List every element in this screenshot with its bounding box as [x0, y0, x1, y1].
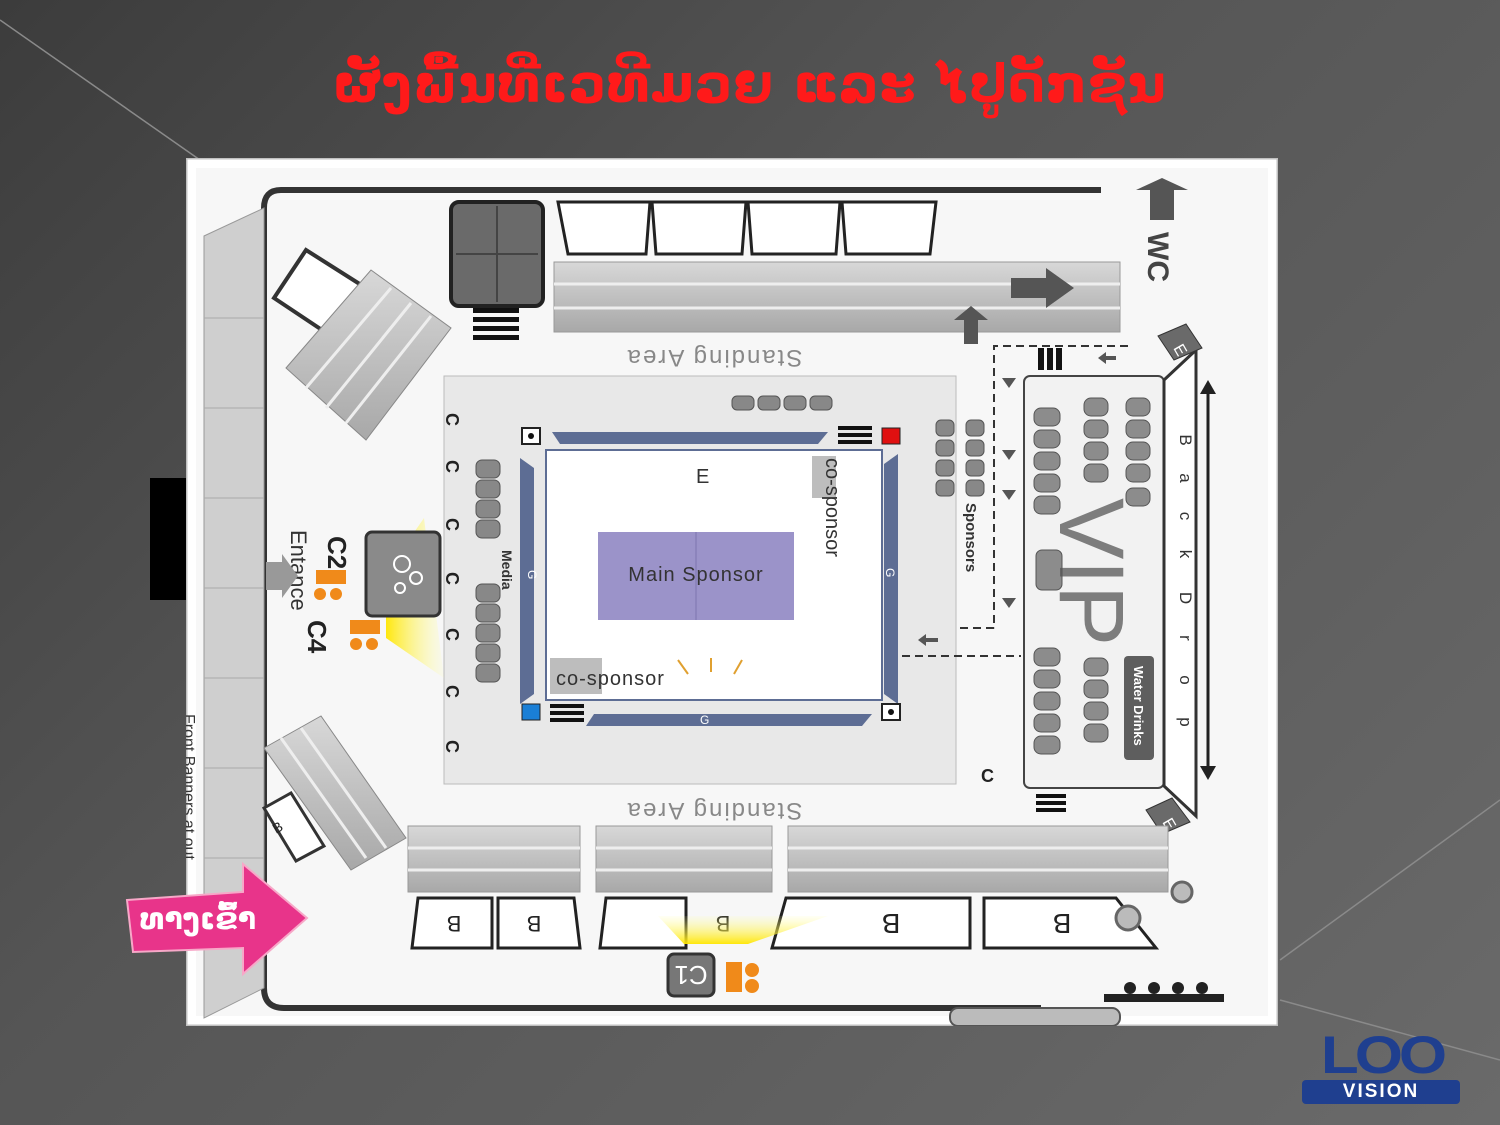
co-sponsor-right-box	[812, 456, 836, 498]
co-sponsor-bottom-box	[550, 658, 602, 694]
camera-c-5: C	[442, 628, 462, 641]
back-drop-letter: o	[1176, 675, 1195, 684]
back-drop-letter: p	[1176, 717, 1195, 726]
wc-sign: WC	[1136, 178, 1188, 282]
camera-c2-label: C2	[322, 536, 352, 569]
slide-title: ຜັງພື້ນທີ່ເວທີມວຍ ແລະ ໄປູດັກຊັນ	[333, 55, 1167, 115]
vip-area: VIP Water Drinks	[1023, 375, 1165, 789]
camera-c1-label: C1	[674, 960, 707, 990]
camera-c-4: C	[442, 572, 462, 585]
camera-c-6: C	[442, 685, 462, 698]
bottom-right-seats	[1104, 982, 1224, 1002]
camera-c-1: C	[442, 413, 462, 426]
logo-sub-text: VISION	[1302, 1080, 1460, 1104]
exit-sign-top: E	[1157, 323, 1203, 361]
entry-label: ທາງເຂົ້າ	[139, 902, 257, 937]
camera-c4-label: C4	[302, 620, 332, 654]
back-drop-letter: D	[1176, 592, 1195, 604]
camera-c-2: C	[442, 460, 462, 473]
spotlight-rays	[677, 658, 743, 675]
arrow-icon	[954, 268, 1074, 344]
floor-plan: B WC Standing Area Standing Area	[186, 158, 1278, 1026]
corner-blue	[521, 703, 541, 721]
top-left-stands	[271, 247, 452, 441]
ring-g-left: G	[525, 570, 539, 579]
water-drinks-box	[1124, 656, 1154, 760]
b-label: B	[527, 911, 542, 936]
sponsor-seats	[935, 419, 985, 497]
b-label: B	[882, 908, 901, 939]
back-drop-letter: r	[1176, 635, 1195, 641]
round-table	[1114, 904, 1142, 932]
co-sponsor-bottom: co-sponsor	[556, 668, 665, 690]
corner-red	[881, 427, 901, 445]
wc-label: WC	[1141, 232, 1174, 282]
upper-ring-seats	[731, 395, 833, 411]
c1-box	[666, 952, 716, 998]
ring-e-label: E	[696, 466, 709, 488]
b-label: B	[1053, 908, 1072, 939]
b-label: B	[447, 911, 462, 936]
front-banners-label: Front Banners at out	[186, 714, 197, 860]
media-label: Media	[499, 550, 515, 590]
camera-icon	[314, 570, 380, 650]
bottom-seating	[407, 825, 1169, 893]
exit-sign-bottom: E	[1145, 797, 1191, 835]
camera-beam	[658, 916, 828, 944]
back-drop-letter: a	[1176, 473, 1195, 483]
camera-c-7: C	[442, 740, 462, 753]
back-drop-letter: B	[1176, 434, 1195, 445]
camera-icon	[726, 962, 759, 993]
sponsors-label: Sponsors	[962, 503, 979, 572]
back-drop-letter: k	[1176, 550, 1195, 559]
b-sections	[410, 896, 1160, 950]
main-sponsor-label: Main Sponsor	[628, 564, 763, 586]
standing-area-bottom: Standing Area	[626, 797, 803, 824]
water-drinks-label: Water Drinks	[1131, 666, 1146, 746]
vip-label: VIP	[1040, 498, 1142, 646]
ring-g-bottom: G	[700, 713, 709, 727]
logo-main-text: LOO	[1320, 1026, 1447, 1085]
back-drop: B a c k D r o p	[1162, 346, 1216, 820]
walkway-dashes	[902, 345, 1128, 657]
camera-markers: C C C C C C C	[442, 413, 462, 753]
bottom-left-stands: B	[261, 715, 407, 871]
entry-arrow	[125, 862, 309, 977]
spotlight-icon	[393, 555, 423, 594]
left-bleachers	[203, 207, 265, 1019]
big-screen	[449, 200, 545, 340]
back-drop-letter: c	[1176, 512, 1195, 521]
standing-area-top: Standing Area	[626, 344, 803, 371]
c2-box	[364, 530, 442, 618]
bottom-door	[949, 1007, 1121, 1026]
ring-g-right: G	[883, 568, 897, 577]
arrow-icon	[266, 554, 298, 598]
media-seats	[475, 459, 501, 683]
camera-c-vip: C	[981, 766, 994, 786]
arrow-icon	[918, 352, 1116, 646]
camera-c-3: C	[442, 518, 462, 531]
co-sponsor-right: co-sponsor	[821, 458, 843, 557]
round-table	[1170, 880, 1194, 904]
loo-vision-logo: LOO VISION	[1298, 1026, 1466, 1108]
